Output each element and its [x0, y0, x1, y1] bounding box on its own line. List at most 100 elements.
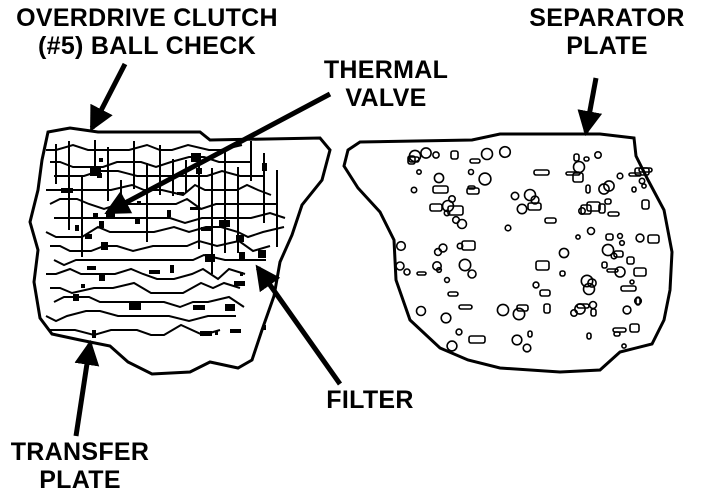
transfer-detail-mark [236, 235, 244, 242]
separator-hole [456, 218, 468, 230]
transfer-detail-mark [177, 192, 184, 195]
transfer-detail-mark [230, 329, 241, 333]
separator-hole [440, 312, 452, 324]
separator-slot [468, 335, 486, 344]
label-transfer-plate: TRANSFER PLATE [0, 438, 160, 494]
separator-slot [450, 150, 459, 160]
separator-slot [604, 198, 612, 205]
separator-hole [467, 168, 475, 176]
separator-hole [498, 145, 512, 159]
separator-slot [598, 203, 606, 214]
separator-hole [443, 209, 451, 217]
separator-hole [577, 207, 586, 216]
separator-hole [593, 151, 602, 160]
separator-slot [533, 169, 550, 176]
separator-slot [466, 187, 480, 195]
separator-hole [480, 147, 494, 161]
separator-hole [395, 261, 405, 271]
separator-hole [446, 340, 458, 352]
separator-slot [585, 184, 591, 194]
separator-hole [569, 308, 578, 317]
transfer-detail-mark [90, 168, 101, 176]
separator-hole [641, 183, 647, 189]
separator-slot [586, 332, 592, 340]
separator-hole [420, 147, 432, 159]
separator-slot [606, 268, 619, 273]
transfer-detail-mark [234, 281, 245, 286]
separator-slot [647, 234, 660, 244]
separator-slot [461, 240, 476, 251]
transfer-detail-mark [81, 284, 85, 288]
separator-hole [435, 266, 443, 274]
filter-arrow [255, 264, 343, 386]
thermal-valve-arrow [104, 91, 332, 215]
separator-slot [605, 233, 614, 241]
transfer-detail-mark [101, 242, 108, 250]
separator-slot [586, 201, 601, 212]
separator-slot [641, 199, 650, 210]
transfer-passage-line [46, 267, 246, 281]
label-separator-line2: PLATE [566, 32, 648, 60]
separator-slot [447, 205, 464, 216]
separator-slot [573, 153, 580, 162]
separator-hole [433, 172, 445, 184]
transfer-detail-mark [219, 220, 230, 227]
separator-slot [535, 260, 550, 271]
separator-slot [516, 304, 529, 312]
transfer-detail-mark [167, 210, 171, 217]
separator-hole [523, 188, 537, 202]
separator-hole [622, 305, 632, 315]
transfer-detail-mark [193, 305, 205, 310]
separator-slot [613, 331, 621, 337]
transfer-detail-mark [99, 158, 103, 162]
separator-hole [610, 252, 618, 260]
transfer-detail-mark [263, 325, 266, 330]
separator-slot [629, 323, 640, 333]
separator-slot [626, 256, 635, 265]
transfer-detail-mark [191, 153, 201, 162]
separator-hole [415, 169, 422, 176]
separator-hole [455, 328, 463, 336]
separator-slot [416, 271, 427, 276]
separator-hole [618, 239, 626, 247]
separator-slot [607, 211, 620, 217]
separator-hole [616, 232, 624, 240]
separator-hole [582, 282, 596, 296]
transfer-detail-mark [73, 294, 79, 301]
separator-hole [511, 334, 523, 346]
separator-hole [586, 226, 596, 236]
separator-slot [432, 185, 449, 194]
transfer-passage-line [45, 310, 236, 323]
transfer-passage-line [46, 143, 243, 151]
separator-hole [638, 177, 646, 185]
transfer-passage-line [50, 323, 221, 337]
separator-slot [458, 304, 473, 310]
separator-slot [407, 155, 416, 165]
transfer-plate [28, 126, 332, 376]
separator-slot [601, 261, 608, 269]
transfer-detail-mark [135, 219, 140, 224]
separator-hole [588, 300, 598, 310]
separator-hole [603, 180, 615, 192]
separator-hole [621, 343, 627, 349]
transfer-detail-mark [239, 252, 245, 260]
separator-hole [580, 274, 594, 288]
transfer-passage-line [45, 225, 285, 239]
separator-slot [544, 217, 557, 224]
separator-hole [447, 195, 456, 204]
separator-slot [631, 186, 637, 193]
transfer-passage-line [54, 211, 286, 225]
separator-hole [601, 243, 615, 257]
transfer-detail-mark [129, 302, 141, 310]
separator-hole [574, 303, 586, 315]
transfer-passage-line [50, 156, 251, 169]
separator-hole [532, 281, 540, 289]
separator-slot [469, 158, 481, 164]
separator-hole [629, 279, 635, 285]
separator-hole [504, 224, 512, 232]
transfer-detail-mark [87, 266, 96, 270]
transfer-detail-mark [85, 234, 92, 239]
separator-hole [408, 149, 422, 163]
separator-slot [638, 167, 653, 173]
